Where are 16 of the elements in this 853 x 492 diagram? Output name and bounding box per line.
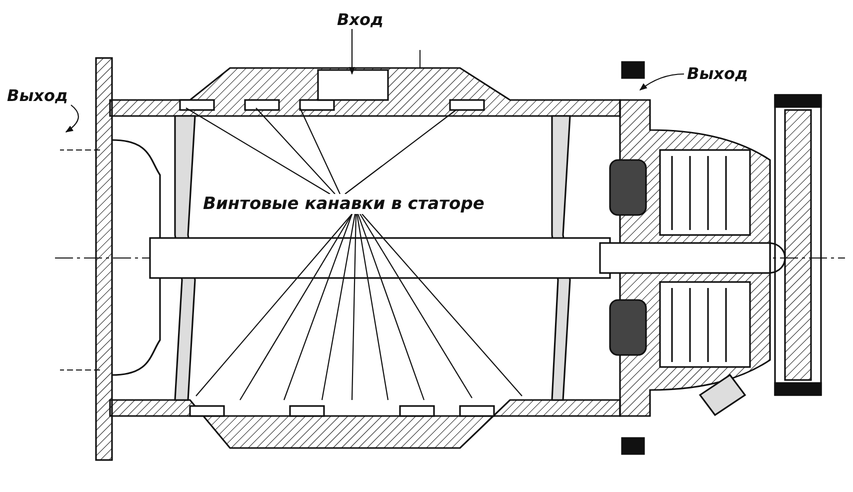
leader-line bbox=[321, 214, 356, 400]
leader-line bbox=[344, 110, 456, 194]
leader-line bbox=[357, 214, 425, 400]
leader-line bbox=[196, 214, 352, 396]
leader-line bbox=[283, 214, 353, 400]
leader-line bbox=[356, 214, 389, 400]
flow-arrow bbox=[65, 104, 79, 132]
leader-line bbox=[300, 108, 340, 194]
leader-line bbox=[186, 108, 330, 194]
leader-line bbox=[360, 214, 472, 398]
flow-arrow bbox=[639, 73, 684, 90]
leader-line bbox=[240, 214, 352, 400]
leader-line bbox=[256, 108, 336, 194]
leader-line bbox=[351, 214, 357, 400]
leader-line bbox=[362, 214, 522, 396]
flow-arrow bbox=[348, 29, 356, 75]
